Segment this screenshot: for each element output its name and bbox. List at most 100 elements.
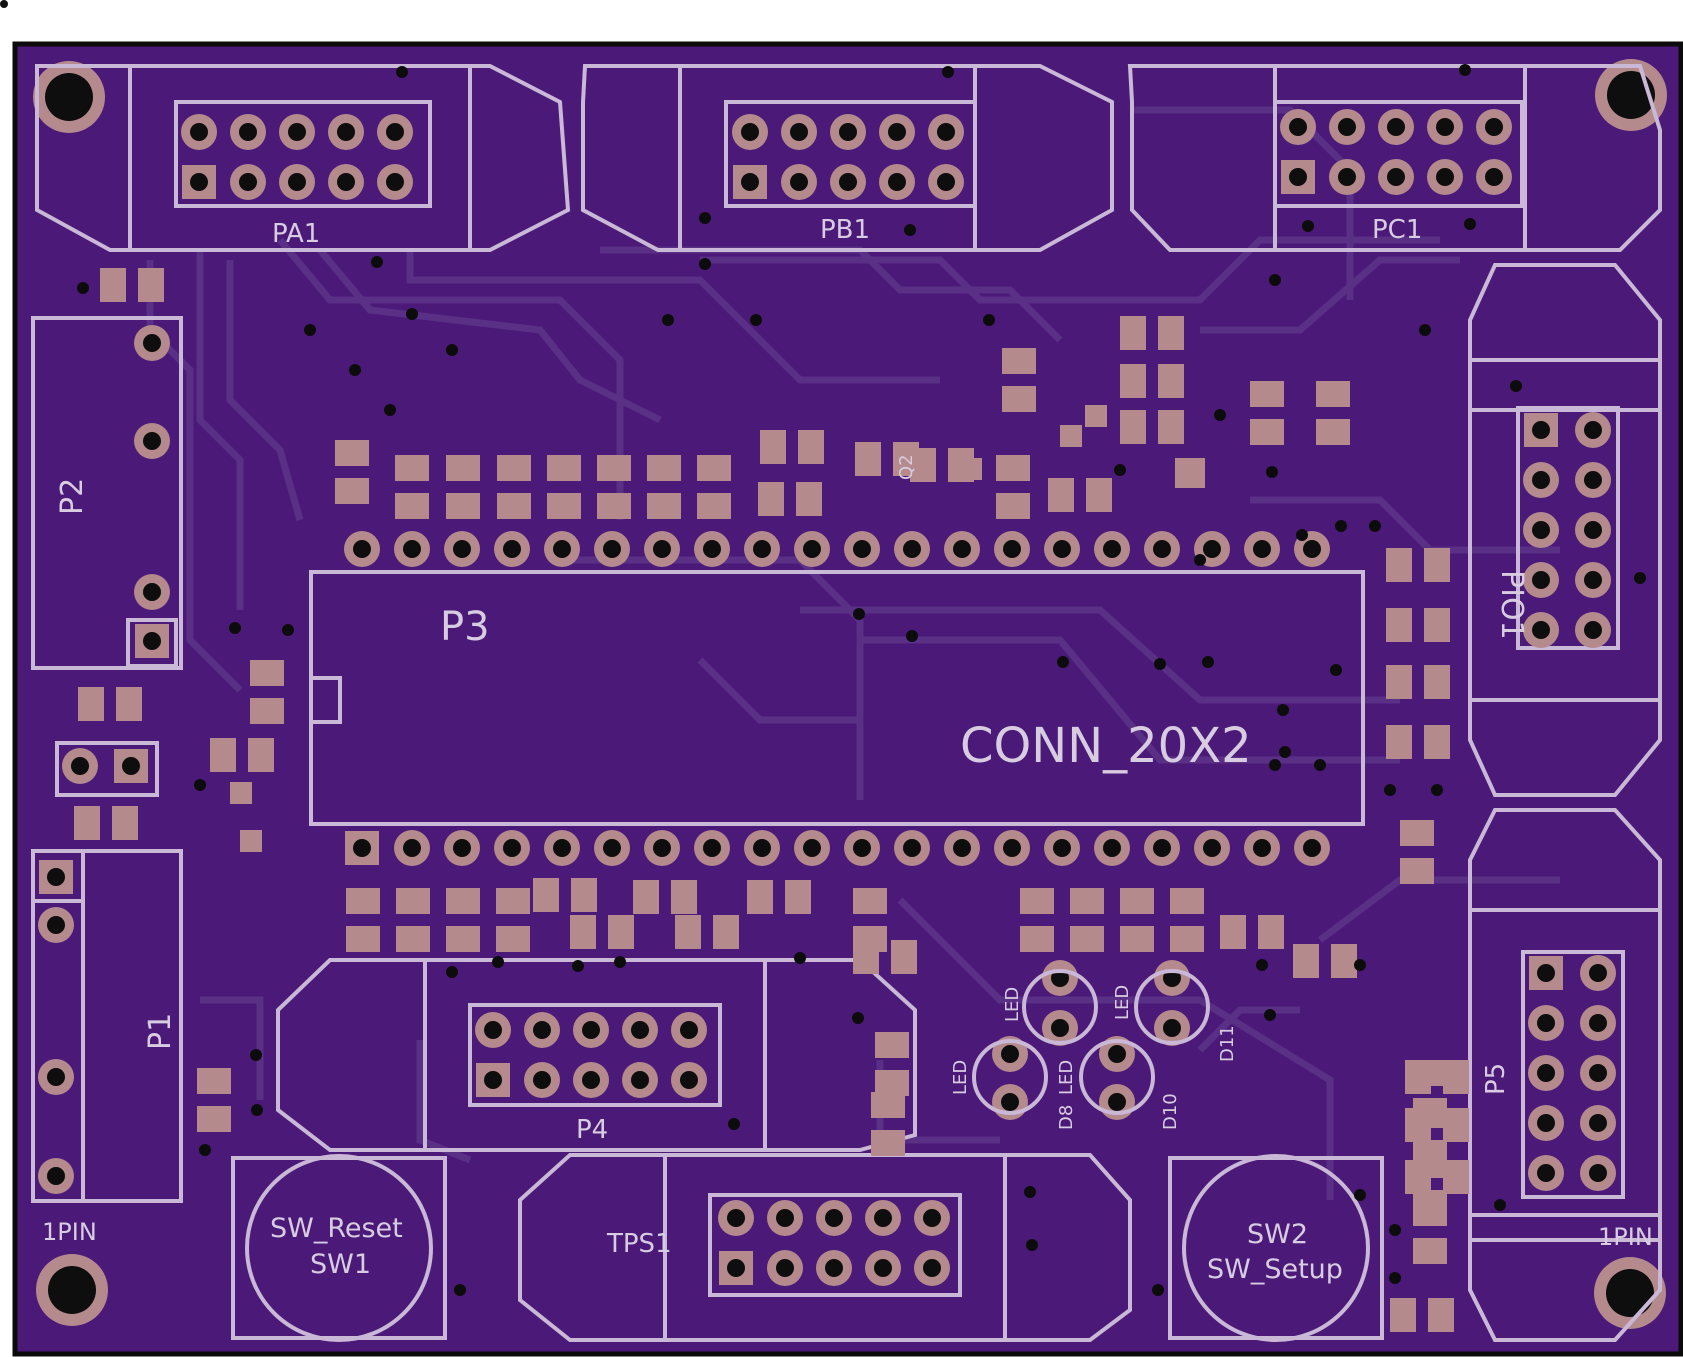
via	[1389, 1272, 1401, 1284]
pin-drill	[1001, 1045, 1019, 1063]
pin-drill	[143, 632, 161, 650]
pin-drill	[790, 123, 808, 141]
smd-pad	[1120, 926, 1154, 952]
pin-drill	[1053, 540, 1071, 558]
smd-pad	[396, 926, 430, 952]
via	[1314, 759, 1326, 771]
pin-drill	[288, 173, 306, 191]
via	[492, 956, 504, 968]
pin-drill	[386, 123, 404, 141]
label-led-a: LED	[1002, 987, 1023, 1022]
smd-pad	[1002, 386, 1036, 412]
pin-drill	[1436, 168, 1454, 186]
label-p5: P5	[1481, 1063, 1511, 1095]
smd-pad	[1258, 915, 1284, 949]
via	[1510, 380, 1522, 392]
pin-drill	[582, 1071, 600, 1089]
label-d8: D8	[1056, 1105, 1077, 1130]
via	[1202, 656, 1214, 668]
smd-pad	[547, 455, 581, 481]
pin-drill	[903, 839, 921, 857]
smd-pad	[78, 687, 104, 721]
smd-pad	[100, 268, 126, 302]
via	[853, 608, 865, 620]
pin-drill	[1289, 168, 1307, 186]
smd-pad	[240, 830, 262, 852]
label-q2: Q2	[896, 454, 917, 480]
pin-drill	[1003, 839, 1021, 857]
via	[1389, 1224, 1401, 1236]
smd-pad	[1316, 419, 1350, 445]
smd-pad	[496, 888, 530, 914]
pin-drill	[937, 173, 955, 191]
label-p4: P4	[576, 1115, 608, 1145]
via	[1026, 1239, 1038, 1251]
smd-pad	[1386, 608, 1412, 642]
smd-pad	[1250, 419, 1284, 445]
smd-pad	[910, 448, 936, 482]
smd-pad	[697, 455, 731, 481]
smd-pad	[1048, 478, 1074, 512]
via	[794, 952, 806, 964]
smd-pad	[116, 687, 142, 721]
pin-drill	[239, 173, 257, 191]
smd-pad	[647, 455, 681, 481]
smd-pad	[891, 940, 917, 974]
pin-drill	[1303, 540, 1321, 558]
smd-pad	[395, 455, 429, 481]
pin-drill	[533, 1071, 551, 1089]
pin-drill	[937, 123, 955, 141]
via	[446, 344, 458, 356]
pin-drill	[503, 839, 521, 857]
pin-drill	[825, 1259, 843, 1277]
pin-drill	[727, 1209, 745, 1227]
pin-drill	[143, 334, 161, 352]
via	[1296, 529, 1308, 541]
pin-drill	[839, 123, 857, 141]
label-led-d: LED	[1056, 1060, 1077, 1095]
pin-drill	[1153, 540, 1171, 558]
pin-drill	[1537, 1114, 1555, 1132]
pin-drill	[753, 540, 771, 558]
smd-pad	[1020, 926, 1054, 952]
pin-drill	[1537, 1164, 1555, 1182]
pin-drill	[1163, 1019, 1181, 1037]
label-sw-reset: SW_Reset	[270, 1213, 403, 1244]
pin-drill	[953, 540, 971, 558]
via	[1494, 1199, 1506, 1211]
pin-drill	[288, 123, 306, 141]
pin-drill	[874, 1209, 892, 1227]
smd-pad	[1405, 1160, 1431, 1194]
pin-drill	[1387, 168, 1405, 186]
smd-pad	[1120, 410, 1146, 444]
smd-pad	[1386, 665, 1412, 699]
via	[1152, 1284, 1164, 1296]
label-p3: P3	[440, 604, 490, 650]
smd-pad	[633, 880, 659, 914]
via	[229, 622, 241, 634]
via	[614, 956, 626, 968]
smd-pad	[1405, 1108, 1431, 1142]
pin-drill	[1537, 1064, 1555, 1082]
via	[1194, 554, 1206, 566]
pin-drill	[484, 1071, 502, 1089]
smd-pad	[871, 1092, 905, 1118]
pin-drill	[143, 432, 161, 450]
label-1pin-right: 1PIN	[1598, 1223, 1653, 1251]
pin-drill	[1338, 168, 1356, 186]
via	[396, 66, 408, 78]
via	[194, 779, 206, 791]
smd-pad	[1331, 944, 1357, 978]
pin-drill	[703, 839, 721, 857]
pin-drill	[47, 916, 65, 934]
label-sw-setup: SW_Setup	[1207, 1254, 1343, 1285]
smd-pad	[1386, 548, 1412, 582]
pin-drill	[1203, 540, 1221, 558]
smd-pad	[1293, 944, 1319, 978]
smd-pad	[197, 1106, 231, 1132]
smd-pad	[1120, 316, 1146, 350]
via	[728, 1118, 740, 1130]
pin-drill	[1532, 571, 1550, 589]
pin-drill	[1051, 969, 1069, 987]
smd-pad	[250, 698, 284, 724]
